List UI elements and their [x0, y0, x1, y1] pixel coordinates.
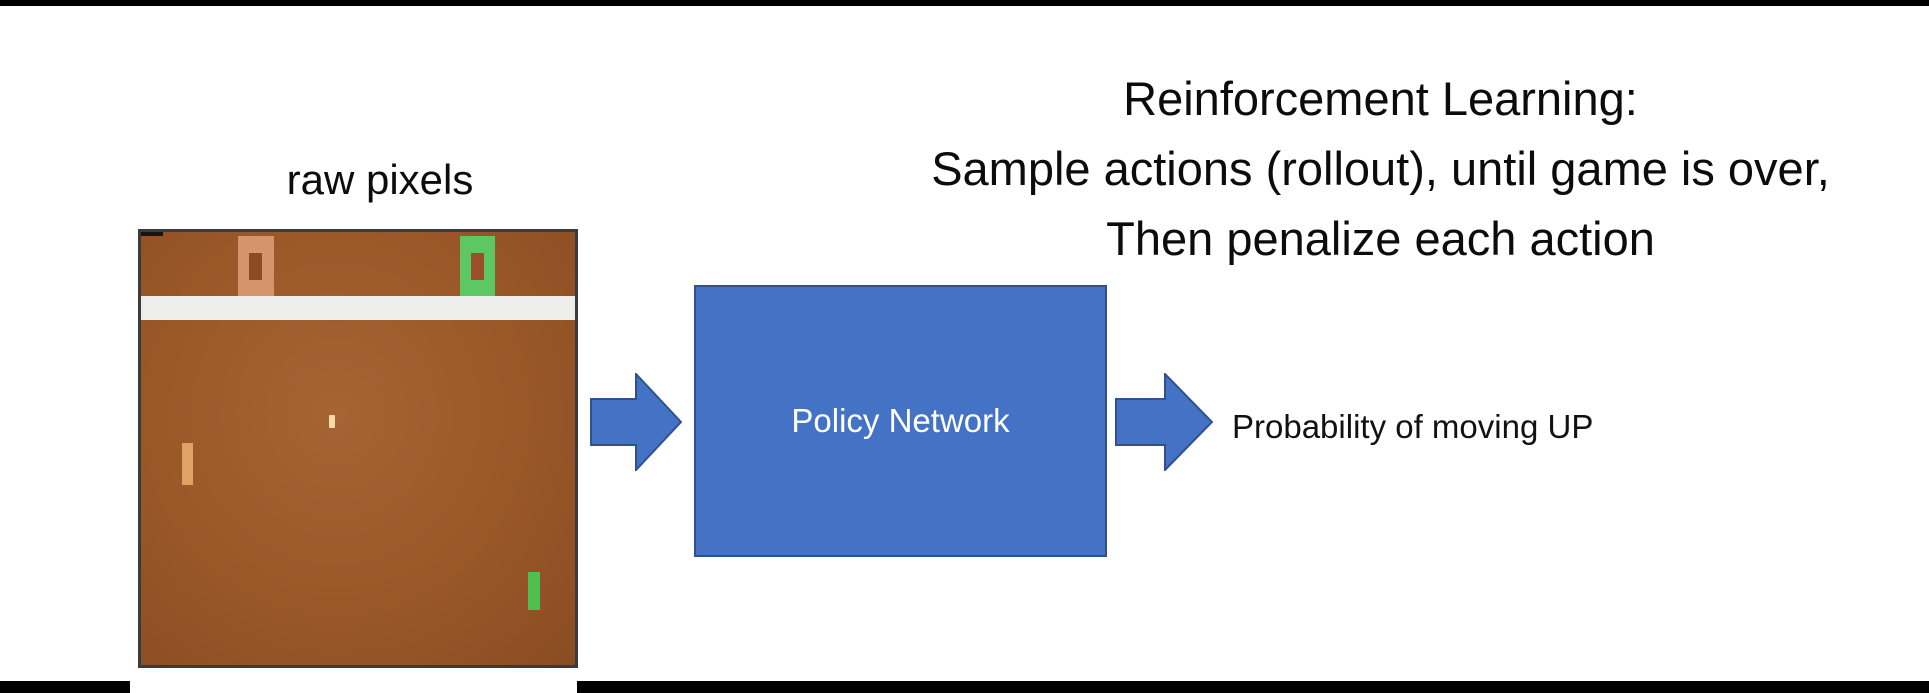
pong-top-wall-band: [141, 296, 575, 320]
score-left-zero-hole: [249, 253, 262, 280]
score-left-zero: [238, 236, 274, 296]
score-right-zero: [460, 236, 495, 296]
pong-right-paddle: [528, 572, 540, 610]
pong-ball: [329, 415, 335, 428]
title-line-2: Sample actions (rollout), until game is …: [931, 142, 1830, 195]
input-arrow-icon: [590, 373, 682, 471]
pong-game-screenshot: [138, 229, 578, 668]
output-arrow-icon: [1115, 373, 1213, 471]
screenshot-corner-notch: [141, 232, 163, 236]
slide-title: Reinforcement Learning: Sample actions (…: [828, 64, 1929, 274]
title-line-3: Then penalize each action: [1106, 212, 1655, 265]
input-arrow-shape: [590, 373, 682, 471]
policy-network-box: Policy Network: [694, 285, 1107, 557]
score-right-zero-hole: [471, 253, 484, 280]
pong-left-paddle: [182, 443, 193, 485]
policy-network-label: Policy Network: [791, 402, 1010, 439]
output-arrow-shape: [1115, 373, 1213, 471]
slide-top-edge-bar: [0, 0, 1929, 6]
title-line-1: Reinforcement Learning:: [1123, 72, 1638, 125]
slide-bottom-edge-bar-right: [577, 681, 1929, 693]
output-probability-label: Probability of moving UP: [1232, 408, 1594, 445]
raw-pixels-caption: raw pixels: [286, 156, 474, 203]
slide-bottom-edge-bar-left: [0, 681, 130, 693]
